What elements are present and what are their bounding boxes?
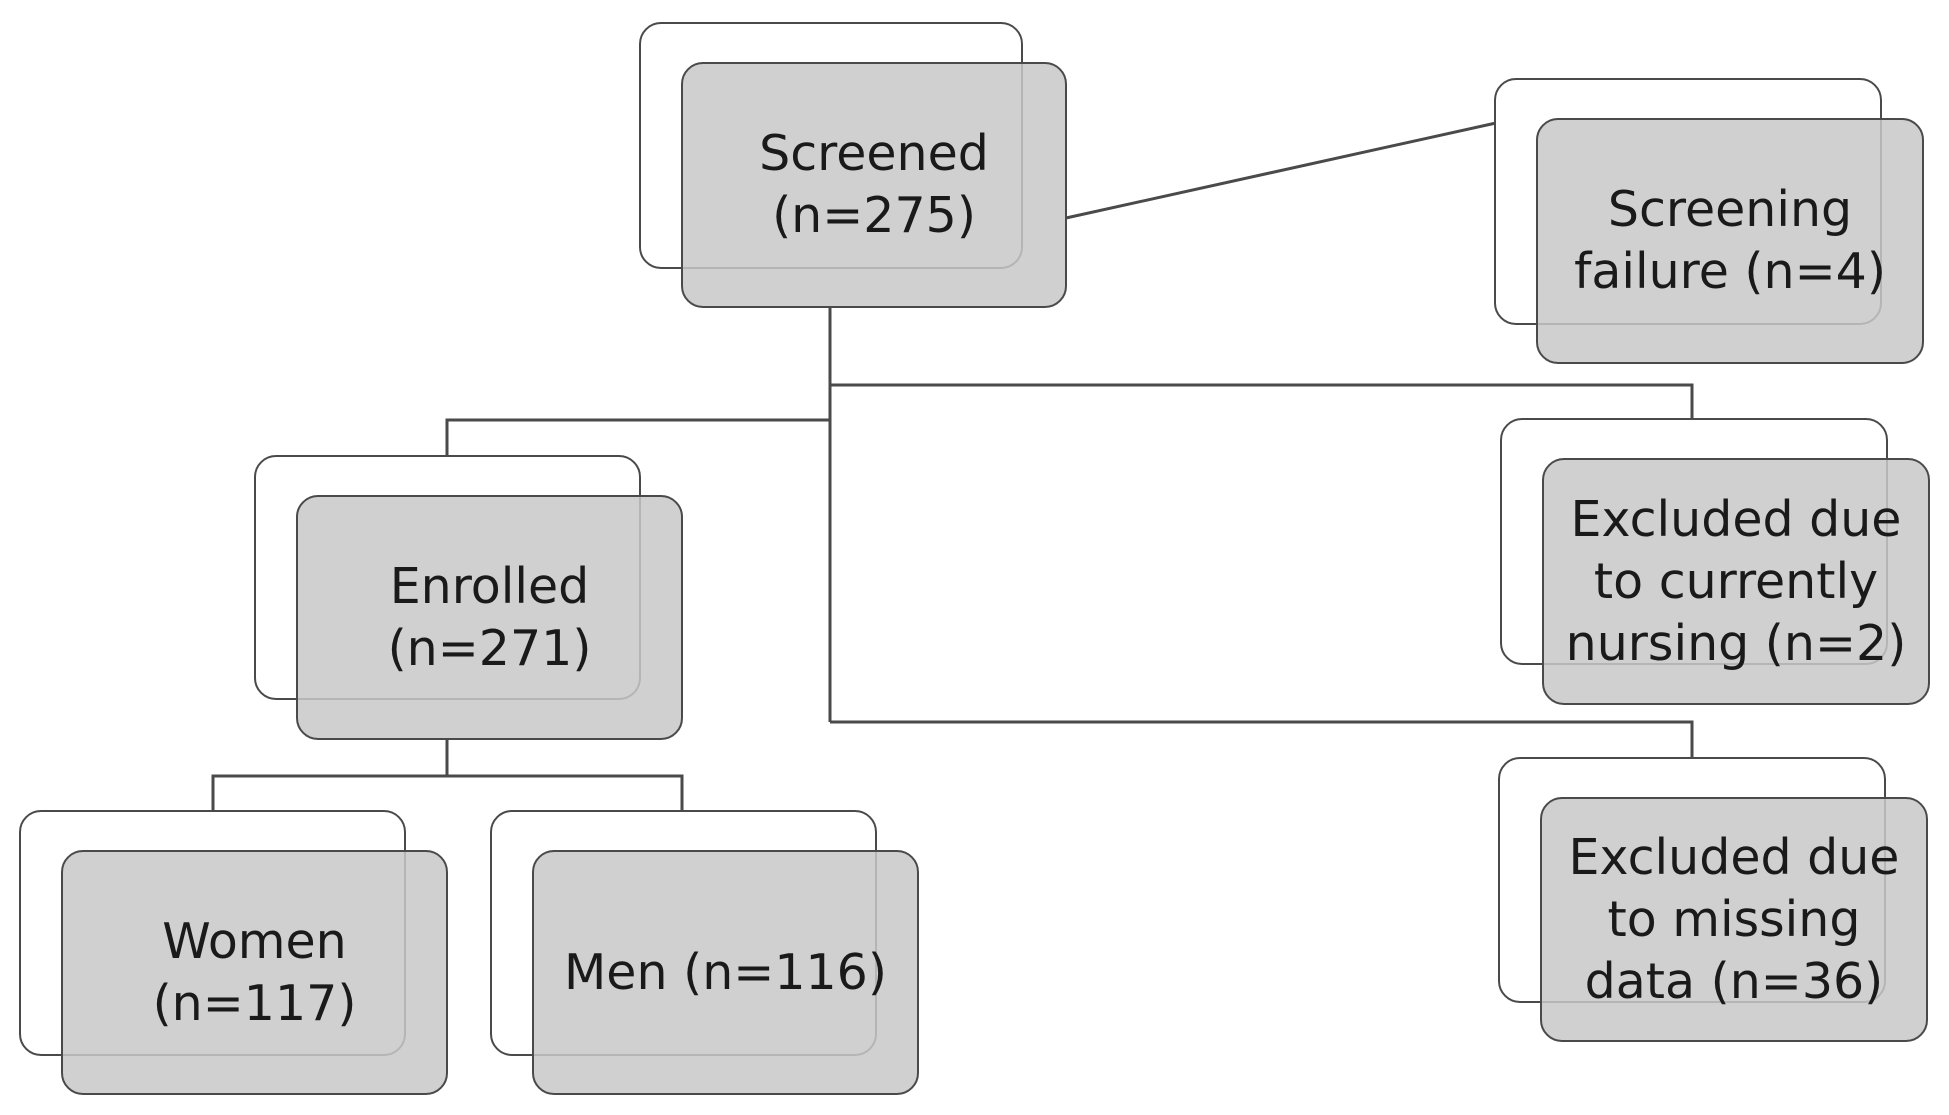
screened-node: Screened (n=275) (639, 22, 1067, 308)
excluded-nursing-label-line2: to currently (1593, 552, 1879, 610)
women-node: Women (n=117) (19, 810, 448, 1095)
enrolled-label-line2: (n=271) (387, 619, 592, 677)
screening-failure-node-box: Screening failure (n=4) (1536, 118, 1924, 364)
connector-to-excluded-nursing (830, 383, 1694, 420)
screening-failure-label-line2: failure (n=4) (1574, 243, 1886, 300)
excluded-nursing-label-line1: Excluded due (1570, 490, 1902, 548)
excluded-missing-data-label-line2: to missing (1607, 890, 1861, 948)
screening-failure-node: Screening failure (n=4) (1494, 78, 1924, 364)
excluded-nursing-label-line3: nursing (n=2) (1565, 614, 1907, 672)
women-label-line2: (n=117) (152, 974, 357, 1032)
screened-label-line1: Screened (759, 125, 989, 182)
enrolled-node-box: Enrolled (n=271) (296, 495, 683, 740)
screened-label-line2: (n=275) (772, 187, 976, 244)
connector-to-enrolled (445, 418, 830, 456)
enrolled-label: Enrolled (n=271) (388, 556, 592, 680)
women-label-line1: Women (162, 912, 347, 970)
excluded-nursing-label: Excluded due to currently nursing (n=2) (1566, 489, 1907, 675)
excluded-missing-data-label-line3: data (n=36) (1584, 952, 1884, 1010)
men-label-line1: Men (n=116) (564, 943, 887, 1001)
connector-screened-to-screening-failure (1065, 121, 1497, 220)
excluded-missing-data-label-line1: Excluded due (1568, 828, 1900, 886)
women-node-box: Women (n=117) (61, 850, 448, 1095)
men-node-box: Men (n=116) (532, 850, 919, 1095)
enrolled-node: Enrolled (n=271) (254, 455, 683, 740)
connector-to-excluded-missing (830, 720, 1694, 758)
connector-to-women-men (211, 774, 684, 810)
men-label: Men (n=116) (564, 942, 887, 1004)
excluded-missing-data-node-box: Excluded due to missing data (n=36) (1540, 797, 1928, 1042)
screening-failure-label: Screening failure (n=4) (1574, 179, 1886, 303)
excluded-nursing-node-box: Excluded due to currently nursing (n=2) (1542, 458, 1930, 705)
men-node: Men (n=116) (490, 810, 919, 1095)
excluded-nursing-node: Excluded due to currently nursing (n=2) (1500, 418, 1930, 705)
excluded-missing-data-node: Excluded due to missing data (n=36) (1498, 757, 1928, 1042)
women-label: Women (n=117) (153, 911, 357, 1035)
excluded-missing-data-label: Excluded due to missing data (n=36) (1569, 827, 1900, 1013)
enrolled-label-line1: Enrolled (389, 557, 590, 615)
screening-failure-label-line1: Screening (1607, 181, 1853, 238)
screened-label: Screened (n=275) (759, 123, 989, 247)
screened-node-box: Screened (n=275) (681, 62, 1067, 308)
